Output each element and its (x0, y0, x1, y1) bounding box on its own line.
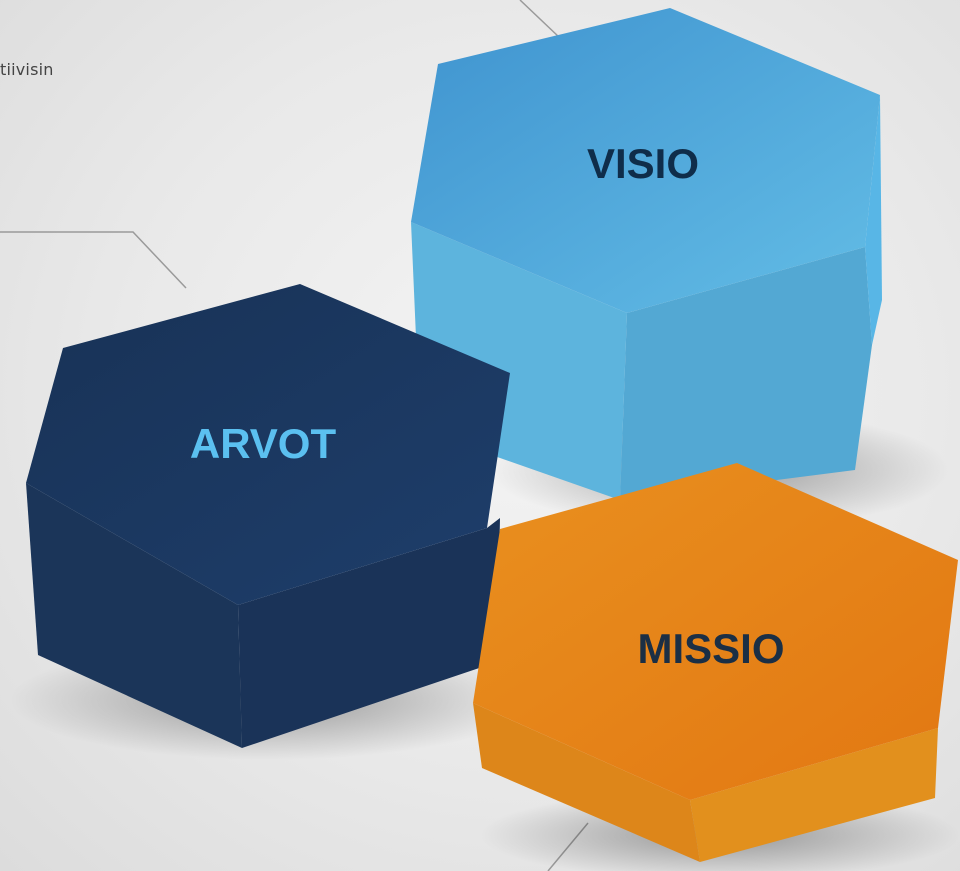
missio-top-face (473, 463, 958, 800)
arvot-side-left (26, 483, 242, 748)
hexagon-missio: MISSIO (473, 463, 958, 862)
visio-label: VISIO (587, 140, 699, 187)
missio-side-left (473, 703, 700, 862)
hexagon-visio: VISIO (411, 8, 882, 500)
missio-label: MISSIO (637, 625, 784, 672)
visio-side-back (865, 95, 882, 345)
visio-side-right (620, 247, 872, 500)
arvot-side-right (238, 518, 500, 748)
hexagon-arvot: ARVOT (26, 284, 510, 748)
connector-line-arvot (0, 231, 187, 289)
connector-line-visio (519, 0, 561, 39)
arvot-label: ARVOT (190, 420, 337, 467)
arvot-top-face (26, 284, 510, 605)
missio-side-right (690, 728, 938, 862)
partial-description-text: tiivisin (0, 60, 54, 79)
visio-top-face (411, 8, 880, 313)
